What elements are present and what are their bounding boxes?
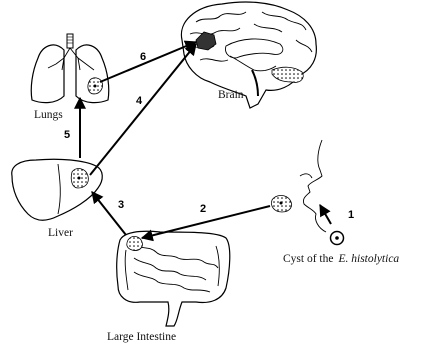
large-intestine-label: Large Intestine <box>107 331 176 343</box>
liver-illustration <box>12 159 103 220</box>
cyst-near-mouth <box>271 196 291 213</box>
cyst-icon <box>331 232 344 245</box>
large-intestine-illustration <box>117 231 230 326</box>
step-number-1: 1 <box>348 209 354 221</box>
step-number-2: 2 <box>200 203 206 215</box>
cyst-caption-species: E. histolytica <box>337 253 399 265</box>
step-number-6: 6 <box>140 51 146 63</box>
lungs-illustration <box>31 34 109 103</box>
brain-label: Brain <box>218 89 244 101</box>
step-number-4: 4 <box>136 95 143 107</box>
cyst-caption: Cyst of the E. histolytica <box>283 253 399 265</box>
cyst-caption-prefix: Cyst of the <box>283 253 333 265</box>
face-profile-illustration <box>300 140 326 232</box>
arrow-step-1 <box>320 205 331 224</box>
step-number-3: 3 <box>118 199 124 211</box>
step-number-5: 5 <box>64 129 70 141</box>
liver-label: Liver <box>48 227 73 239</box>
lungs-label: Lungs <box>34 109 63 121</box>
brain-illustration <box>181 2 316 108</box>
